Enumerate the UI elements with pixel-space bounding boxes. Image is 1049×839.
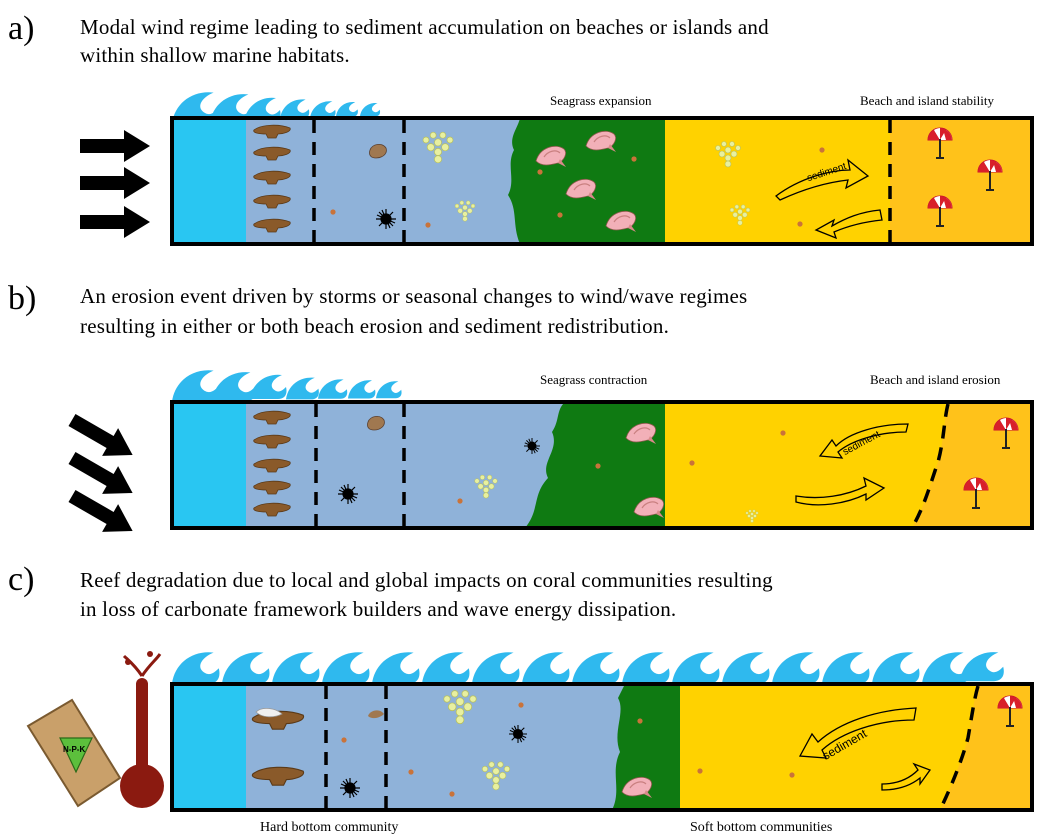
panel-b-beach-label: Beach and island erosion — [870, 372, 1001, 387]
panel-c-caption-line-2: in loss of carbonate framework builders … — [80, 597, 677, 621]
panel-a-caption-line-1: Modal wind regime leading to sediment ac… — [80, 15, 769, 39]
fertilizer-bag-label: N-P-K — [63, 745, 85, 754]
panel-c-caption-line-1: Reef degradation due to local and global… — [80, 568, 773, 592]
fertilizer-bag-icon: N-P-K — [26, 698, 122, 808]
panel-a-seagrass-label: Seagrass expansion — [550, 93, 652, 108]
panel-b-caption-line-1: An erosion event driven by storms or sea… — [80, 284, 748, 308]
panel-b-waves — [172, 370, 402, 402]
panel-c-letter: c) — [8, 561, 35, 598]
panel-b-diagram: sediment — [64, 370, 1034, 545]
panel-c-waves — [172, 652, 1004, 684]
soft-bottom-communities-label: Soft bottom communities — [690, 820, 833, 835]
panel-a-letter: a) — [8, 10, 35, 47]
panel-a-diagram: sediment — [80, 92, 1034, 246]
panel-b-letter: b) — [8, 280, 37, 317]
panel-b-caption-line-2: resulting in either or both beach erosio… — [80, 314, 670, 338]
panel-a-beach-label: Beach and island stability — [860, 93, 994, 108]
panel-c-diagram: sediment N-P-K — [26, 651, 1034, 812]
panel-a-caption-line-2: within shallow marine habitats. — [80, 43, 350, 67]
panel-b-seagrass-label: Seagrass contraction — [540, 372, 648, 387]
hard-bottom-community-label: Hard bottom community — [260, 820, 399, 835]
thermometer-icon — [120, 651, 164, 808]
